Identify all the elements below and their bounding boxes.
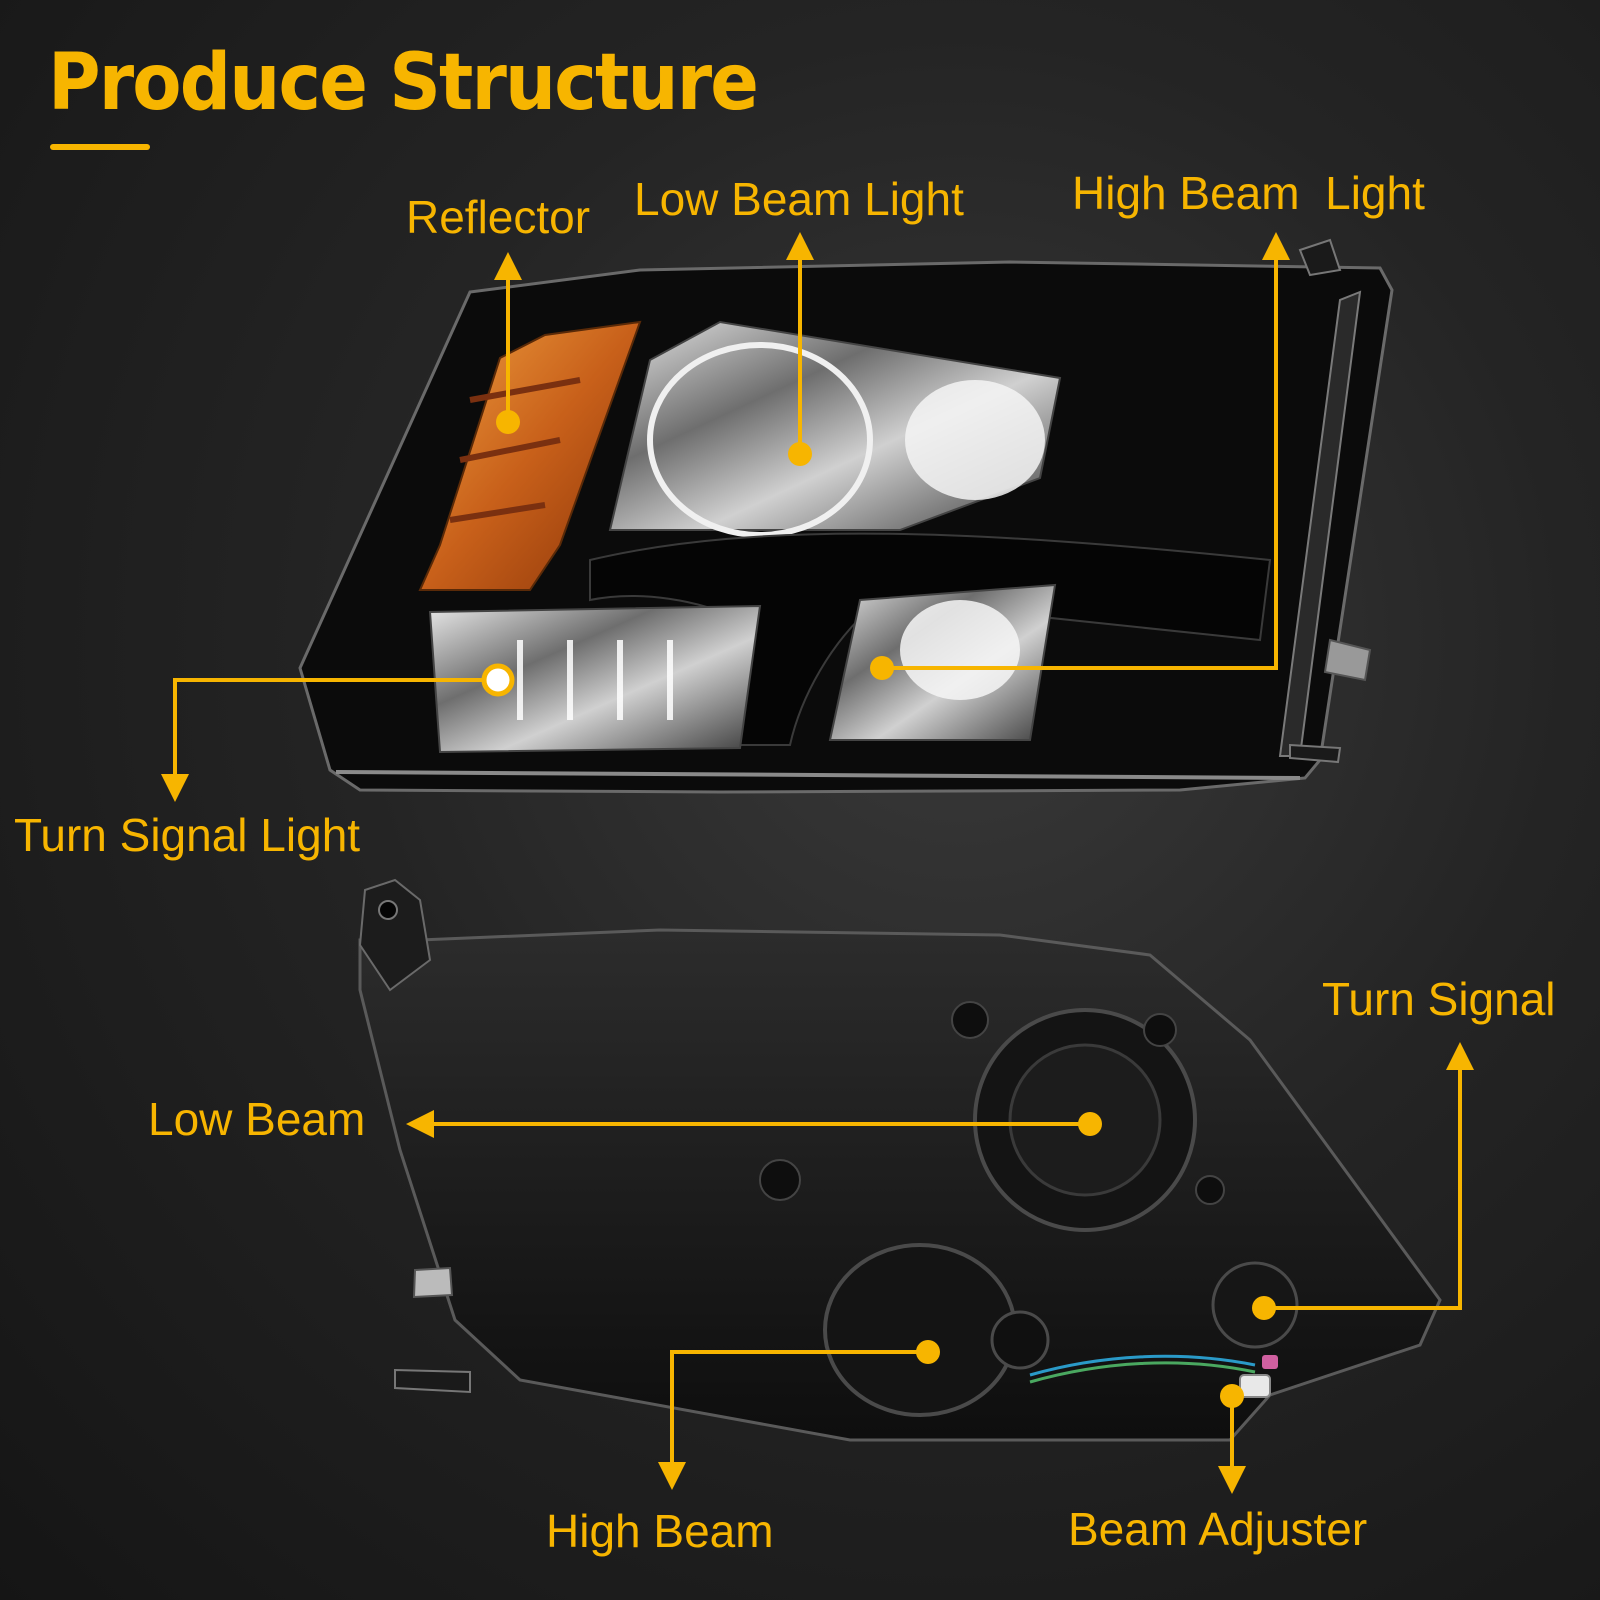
rear-bottom-tab	[394, 1368, 471, 1394]
boss-2	[1143, 1013, 1177, 1047]
wire-connector	[1239, 1374, 1271, 1398]
label-low-beam: Low Beam	[148, 1093, 366, 1145]
label-beam-adjuster: Beam Adjuster	[1068, 1503, 1368, 1555]
boss-1	[951, 1001, 989, 1039]
rear-headlight	[358, 878, 1442, 1442]
page-title: Produce Structure	[48, 38, 759, 128]
label-low-beam-light: Low Beam Light	[634, 173, 964, 225]
rear-side-tab	[412, 1266, 454, 1299]
bottom-tab	[1289, 743, 1342, 764]
wire-blue	[1029, 1354, 1256, 1377]
front-headlight	[298, 238, 1394, 794]
turn-signal-chamber	[428, 604, 762, 754]
label-high-beam-light: High Beam Light	[1072, 167, 1425, 219]
bracket-hole	[378, 900, 398, 920]
turn-signal-fins	[517, 640, 673, 720]
callout-dots	[481, 410, 1276, 1408]
high-beam-cap	[823, 1243, 1017, 1417]
title-underline	[50, 144, 150, 150]
label-turn-signal-light: Turn Signal Light	[14, 809, 361, 861]
label-high-beam: High Beam	[546, 1505, 774, 1557]
clear-edge	[1278, 290, 1362, 757]
wire-green	[1029, 1361, 1256, 1384]
callout-arrowheads	[161, 232, 1474, 1494]
top-tab	[1298, 238, 1342, 277]
boss-3	[759, 1159, 801, 1201]
connector-clip	[1262, 1355, 1278, 1369]
low-beam-bowl	[647, 342, 873, 538]
side-tab	[1323, 638, 1372, 682]
high-beam-highlight	[900, 600, 1020, 700]
chamber-highlight	[905, 380, 1045, 500]
boss-4	[1195, 1175, 1225, 1205]
callout-lines	[173, 250, 1462, 1474]
bottom-trim	[335, 770, 1301, 780]
label-reflector: Reflector	[406, 191, 591, 243]
label-turn-signal: Turn Signal	[1322, 973, 1556, 1025]
adjuster-knob	[990, 1310, 1050, 1370]
reflector-ribs	[449, 377, 581, 523]
rear-bracket	[358, 878, 432, 992]
